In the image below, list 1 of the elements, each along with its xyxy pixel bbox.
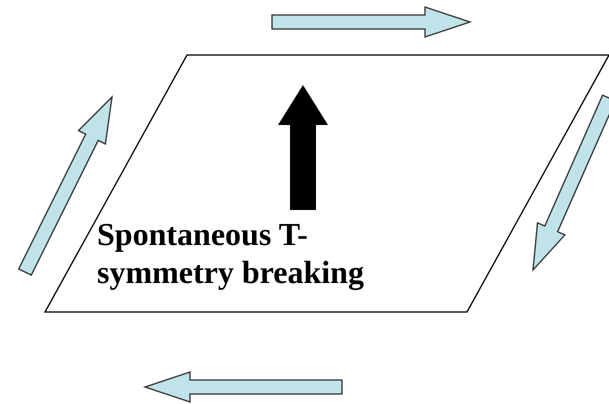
node-text: Spontaneous T-symmetry breaking [97,215,365,291]
